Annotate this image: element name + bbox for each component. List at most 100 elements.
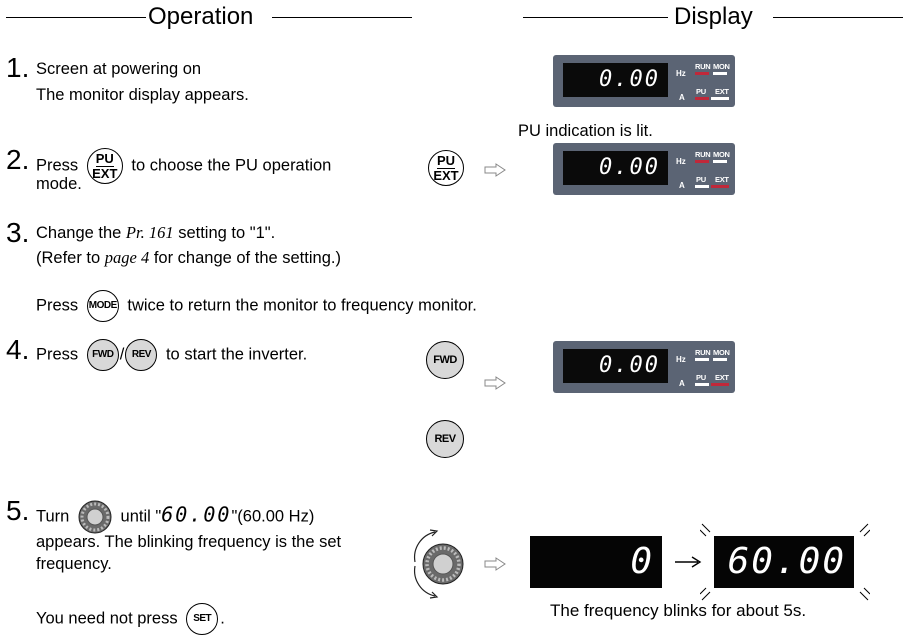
lcd-mon-bar: [713, 72, 727, 75]
rev-key-display[interactable]: REV: [426, 420, 464, 458]
display-rule-right: [773, 17, 903, 18]
lcd-run-bar: [695, 72, 709, 75]
fwd-key[interactable]: FWD: [86, 339, 119, 371]
arrow-right-icon: [484, 163, 506, 177]
step-4-slash: /: [119, 345, 125, 364]
step-3-number: 3.: [6, 217, 30, 248]
set-key[interactable]: SET: [186, 603, 219, 635]
operation-rule-right: [272, 17, 412, 18]
step-4-press: Press: [36, 345, 79, 364]
step-3-text-c: (Refer to: [36, 249, 101, 267]
lcd-run-label: RUN: [695, 150, 711, 159]
display-rule-left: [523, 17, 668, 18]
mode-key[interactable]: MODE: [86, 290, 119, 322]
step-2-press: Press: [36, 156, 79, 175]
lcd-pu-bar: [695, 97, 709, 100]
step-4-rest: to start the inverter.: [165, 345, 308, 364]
step-3-text-e: Press: [36, 296, 79, 315]
step-3-text-f: twice to return the monitor to frequency…: [127, 296, 477, 315]
step-3-line3: Press MODE twice to return the monitor t…: [36, 290, 477, 322]
lcd-display-3: 0.00 Hz A RUN MON PU EXT: [553, 341, 735, 393]
step-5-number: 5.: [6, 495, 30, 526]
step-3-text-b: setting to "1".: [178, 224, 276, 242]
lcd-hz-label: Hz: [676, 69, 686, 78]
lcd-run-label: RUN: [695, 348, 711, 357]
pu-ext-key-display-top: PU: [436, 152, 456, 169]
lcd-mon-bar: [713, 358, 727, 361]
lcd-ext-label: EXT: [715, 87, 729, 96]
param-ref: Pr. 161: [125, 223, 174, 242]
lcd-mon-bar: [713, 160, 727, 163]
step-5-line2: appears. The blinking frequency is the s…: [36, 533, 342, 551]
lcd-run-label: RUN: [695, 62, 711, 71]
step-5-freq: "(60.00 Hz): [231, 507, 315, 526]
lcd-hz-label: Hz: [676, 355, 686, 364]
pu-ext-key-bottom: EXT: [92, 165, 118, 181]
step-5-line1: Turn until "60.00"(60.00 Hz): [36, 500, 314, 534]
step-1-line1: Screen at powering on: [36, 60, 202, 78]
big-display-after: 60.00: [714, 536, 854, 588]
blink-marks: [700, 523, 870, 601]
rev-key[interactable]: REV: [125, 339, 158, 371]
lcd-pu-label: PU: [696, 373, 706, 382]
lcd-value: 0.00: [563, 349, 668, 383]
lcd-pu-label: PU: [696, 175, 706, 184]
lcd-value: 0.00: [563, 151, 668, 185]
arrow-long-right-icon: [675, 556, 702, 568]
lcd-ext-bar: [711, 185, 729, 188]
lcd-run-bar: [695, 160, 709, 163]
display-header: Display: [672, 3, 755, 31]
setting-dial-icon[interactable]: [78, 500, 112, 534]
lcd-mon-label: MON: [713, 348, 730, 357]
lcd-pu-bar: [695, 185, 709, 188]
lcd-run-bar: [695, 358, 709, 361]
step-5-segment-value: 60.00: [161, 502, 232, 527]
lcd-value: 0.00: [563, 63, 668, 97]
pu-ext-key-display[interactable]: PU EXT: [428, 150, 464, 186]
lcd-display-2: 0.00 Hz A RUN MON PU EXT: [553, 143, 735, 195]
pu-ext-key[interactable]: PU EXT: [86, 148, 123, 184]
step-2-rest: to choose the PU operation: [131, 156, 332, 175]
setting-dial-rotate-icon[interactable]: [405, 522, 469, 602]
blink-note: The frequency blinks for about 5s.: [550, 601, 807, 620]
step-1-line2: The monitor display appears.: [36, 86, 249, 104]
step-5-line3: frequency.: [36, 555, 112, 573]
lcd-amp-label: A: [679, 379, 685, 388]
page-ref-link[interactable]: page 4: [104, 248, 150, 267]
pu-ext-key-top: PU: [95, 150, 114, 167]
step-2-line1: Press PU EXT to choose the PU operation: [36, 148, 331, 184]
step-5-until: until ": [120, 507, 162, 526]
step-3-line1: Change the Pr. 161 setting to "1".: [36, 222, 275, 244]
step-3-text-a: Change the: [36, 224, 122, 242]
step-5-turn: Turn: [36, 507, 70, 526]
step-2-line2: mode.: [36, 175, 82, 193]
lcd-ext-label: EXT: [715, 175, 729, 184]
lcd-ext-bar: [711, 97, 729, 100]
lcd-pu-label: PU: [696, 87, 706, 96]
step-3-line2: (Refer to page 4 for change of the setti…: [36, 247, 341, 269]
step-1-number: 1.: [6, 52, 30, 83]
lcd-amp-label: A: [679, 181, 685, 190]
step-4-line1: Press FWD/REV to start the inverter.: [36, 339, 307, 371]
step-5-line4: You need not press SET.: [36, 603, 225, 635]
lcd-mon-label: MON: [713, 62, 730, 71]
arrow-right-icon: [484, 557, 506, 571]
big-display-before: 0: [530, 536, 662, 588]
pu-ext-key-display-bottom: EXT: [433, 167, 459, 183]
lcd-display-1: 0.00 Hz A RUN MON PU EXT: [553, 55, 735, 107]
operation-rule-left: [6, 17, 146, 18]
arrow-right-icon: [484, 376, 506, 390]
lcd-hz-label: Hz: [676, 157, 686, 166]
fwd-key-display[interactable]: FWD: [426, 341, 464, 379]
lcd-ext-bar: [711, 383, 729, 386]
step-4-number: 4.: [6, 334, 30, 365]
step-2-number: 2.: [6, 144, 30, 175]
pu-indication-note: PU indication is lit.: [518, 122, 653, 140]
lcd-amp-label: A: [679, 93, 685, 102]
lcd-pu-bar: [695, 383, 709, 386]
step-3-text-d: for change of the setting.): [153, 249, 341, 267]
step-5-need-not-press: You need not press: [36, 609, 178, 628]
lcd-ext-label: EXT: [715, 373, 729, 382]
operation-header: Operation: [146, 3, 256, 31]
lcd-mon-label: MON: [713, 150, 730, 159]
